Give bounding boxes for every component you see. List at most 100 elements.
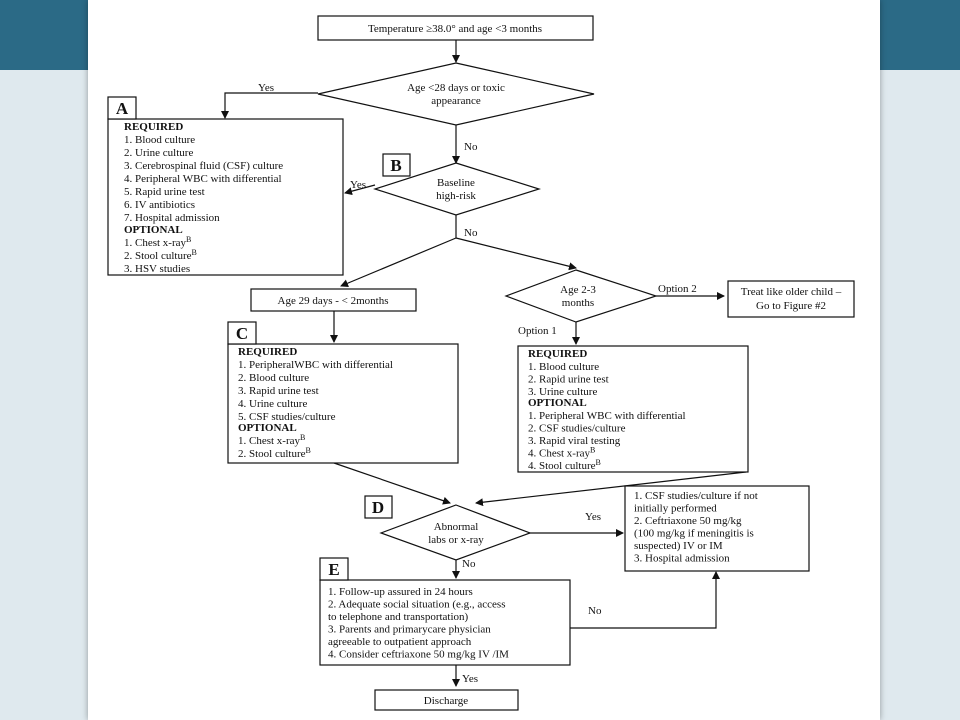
panel-a-optional-item-2: 2. Stool cultureB	[124, 248, 197, 262]
decision-abnormal: Abnormal labs or x-ray	[379, 504, 532, 561]
panel-opt1-optional-item-2: 2. CSF studies/culture	[528, 423, 626, 435]
label-option2: Option 2	[658, 283, 697, 295]
label-yes-e: Yes	[462, 673, 478, 685]
panel-e-item-6: 4. Consider ceftriaxone 50 mg/kg IV /IM	[328, 649, 509, 661]
panel-a-required-item-4: 4. Peripheral WBC with differential	[124, 173, 282, 185]
older-child-line2: Go to Figure #2	[756, 300, 826, 312]
panel-a-optional-item-1: 1. Chest x-rayB	[124, 235, 191, 249]
superscript-b: B	[192, 248, 197, 257]
decision-age23-line2: months	[562, 297, 594, 309]
treatment-item-6: 3. Hospital admission	[634, 553, 730, 565]
decision-abnormal-line1: Abnormal	[434, 521, 479, 533]
flowchart-page: Yes No Yes No Option 2 Option 1 Yes No N…	[88, 0, 880, 720]
label-no-e: No	[588, 605, 602, 617]
treatment-item-3: 2. Ceftriaxone 50 mg/kg	[634, 515, 742, 527]
panel-c-required-item-3: 3. Rapid urine test	[238, 385, 319, 397]
panel-e-item-3: to telephone and transportation)	[328, 611, 469, 623]
treatment-item-5: suspected) IV or IM	[634, 540, 723, 552]
panel-a-required-item-7: 7. Hospital admission	[124, 212, 220, 224]
older-child-node: Treat like older child – Go to Figure #2	[727, 280, 855, 318]
panel-opt1-required-label: REQUIRED	[528, 348, 587, 360]
panel-a-required-item-1: 1. Blood culture	[124, 134, 195, 146]
slide-band-left-light	[0, 70, 88, 720]
edge-e-no	[570, 571, 720, 629]
flowchart: Yes No Yes No Option 2 Option 1 Yes No N…	[107, 15, 855, 711]
superscript-b: B	[596, 458, 601, 467]
panel-c-required-label: REQUIRED	[238, 346, 297, 358]
panel-e-item-4: 3. Parents and primarycare physician	[328, 624, 491, 636]
label-yes-age28: Yes	[258, 82, 274, 94]
treatment-item-2: initially performed	[634, 503, 717, 515]
panel-e-item-1: 1. Follow-up assured in 24 hours	[328, 586, 473, 598]
panel-a-required-item-2: 2. Urine culture	[124, 147, 193, 159]
panel-opt1-required-item-2: 2. Rapid urine test	[528, 374, 609, 386]
letter-d: D	[372, 498, 384, 517]
label-no-abnormal: No	[462, 558, 476, 570]
panel-e-item-5: agreeable to outpatient approach	[328, 636, 472, 648]
edge-opt1-to-d	[475, 471, 747, 507]
superscript-b: B	[300, 433, 305, 442]
age29-node: Age 29 days - < 2months	[250, 288, 417, 312]
superscript-b: B	[306, 446, 311, 455]
decision-age28-line2: appearance	[431, 95, 481, 107]
panel-a-required-item-3: 3. Cerebrospinal fluid (CSF) culture	[124, 160, 283, 172]
older-child-line1: Treat like older child –	[741, 286, 842, 298]
treatment-item-1: 1. CSF studies/culture if not	[634, 490, 758, 502]
panel-opt1-optional-label: OPTIONAL	[528, 397, 587, 409]
decision-baseline-line2: high-risk	[436, 190, 476, 202]
panel-c-required-item-2: 2. Blood culture	[238, 372, 309, 384]
label-no-age28: No	[464, 141, 478, 153]
decision-baseline-line1: Baseline	[437, 177, 475, 189]
panel-c: C REQUIRED 1. PeripheralWBC with differe…	[227, 321, 459, 464]
connectors	[221, 40, 747, 687]
panel-c-optional-item-1: 1. Chest x-rayB	[238, 433, 305, 447]
edge-c-to-d	[333, 462, 451, 505]
panel-opt1-required-item-3: 3. Urine culture	[528, 386, 597, 398]
age29-text: Age 29 days - < 2months	[278, 295, 389, 307]
edge-baseline-yes	[344, 184, 376, 196]
panel-c-required-item-4: 4. Urine culture	[238, 398, 307, 410]
label-yes-abnormal: Yes	[585, 511, 601, 523]
superscript-b: B	[186, 235, 191, 244]
panel-c-optional-item-2: 2. Stool cultureB	[238, 446, 311, 460]
panel-b-marker: B	[382, 153, 411, 177]
letter-a: A	[116, 99, 129, 118]
panel-a-optional-item-3: 3. HSV studies	[124, 263, 190, 275]
panel-opt1-optional-item-5: 4. Stool cultureB	[528, 458, 601, 472]
start-text: Temperature ≥38.0° and age <3 months	[368, 23, 542, 35]
letter-b: B	[390, 156, 401, 175]
panel-opt1-optional-item-1: 1. Peripheral WBC with differential	[528, 410, 686, 422]
superscript-b: B	[590, 446, 595, 455]
panel-c-required-item-1: 1. PeripheralWBC with differential	[238, 359, 393, 371]
panel-c-required-item-5: 5. CSF studies/culture	[238, 411, 336, 423]
decision-age23: Age 2-3 months	[504, 269, 658, 323]
panel-opt1-optional-item-4: 4. Chest x-rayB	[528, 446, 595, 460]
decision-age28-line1: Age <28 days or toxic	[407, 82, 505, 94]
label-no-baseline: No	[464, 227, 478, 239]
panel-e-item-2: 2. Adequate social situation (e.g., acce…	[328, 599, 505, 611]
edge-age28-yes	[221, 92, 318, 119]
decision-abnormal-line2: labs or x-ray	[428, 534, 484, 546]
letter-c: C	[236, 324, 248, 343]
edge-to-age23	[455, 237, 577, 271]
discharge-text: Discharge	[424, 695, 469, 707]
decision-age23-line1: Age 2-3	[560, 284, 596, 296]
panel-a-required-item-5: 5. Rapid urine test	[124, 186, 205, 198]
decision-baseline: Baseline high-risk	[373, 162, 542, 216]
panel-a-optional-label: OPTIONAL	[124, 224, 183, 236]
treatment-item-4: (100 mg/kg if meningitis is	[634, 528, 754, 540]
letter-e: E	[328, 560, 339, 579]
panel-a-required-label: REQUIRED	[124, 121, 183, 133]
label-option1: Option 1	[518, 325, 557, 337]
decision-age28: Age <28 days or toxic appearance	[317, 62, 595, 126]
